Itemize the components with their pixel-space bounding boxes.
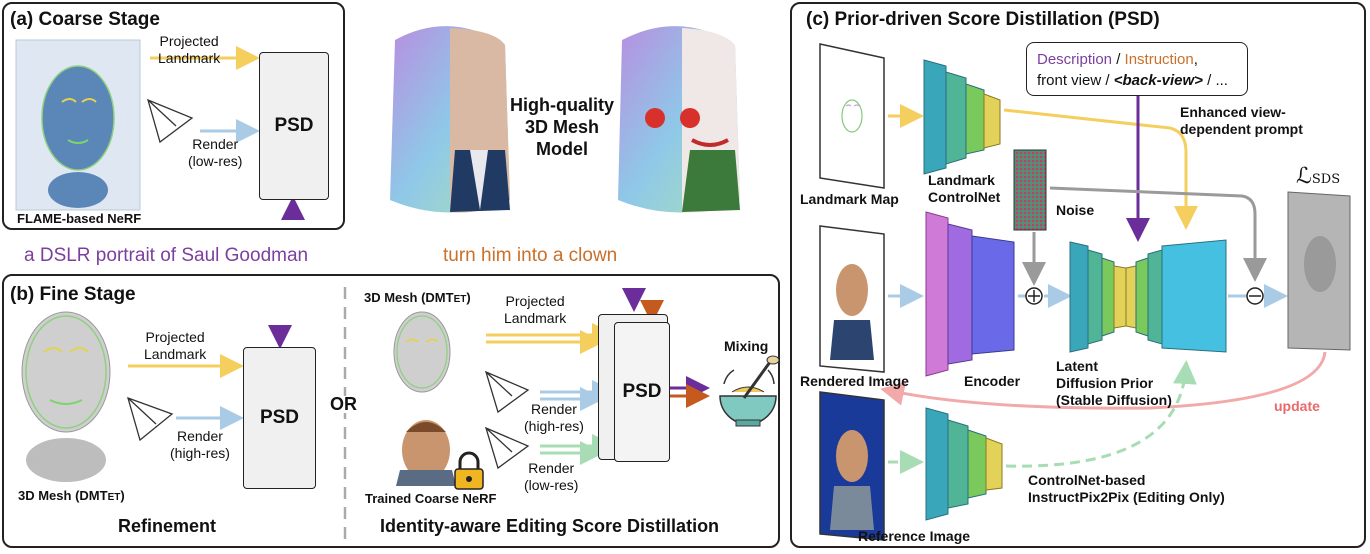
render-high-label-edit: Render (high-res) — [524, 401, 584, 434]
render-low-label-edit: Render (low-res) — [524, 460, 579, 493]
coarse-nerf-head — [15, 39, 141, 211]
ip2p-to-unet-arrow — [1005, 360, 1197, 468]
noise-image — [1013, 149, 1047, 231]
edit-mesh-head — [393, 311, 451, 393]
projected-landmark-label-edit: Projected Landmark — [504, 293, 567, 326]
enhanced-prompt-label: Enhanced view- dependent prompt — [1180, 104, 1303, 137]
instruction-word: Instruction — [1124, 51, 1194, 68]
latent-prior-label: Latent Diffusion Prior (Stable Diffusion… — [1056, 358, 1172, 408]
add-operator — [1025, 287, 1043, 305]
subtract-operator — [1246, 287, 1264, 305]
encoder-label: Encoder — [964, 373, 1021, 389]
psd-box-a: PSD — [259, 52, 329, 200]
fine-mesh-caption: 3D Mesh (DMTET) — [18, 488, 125, 503]
prompt-line-1: Description / Instruction, — [1037, 51, 1198, 68]
instructpix2pix-controlnet-block — [925, 407, 1003, 521]
controlnet-to-unet-arrow — [1003, 108, 1198, 230]
refinement-label: Refinement — [118, 516, 217, 536]
prompt-saul: a DSLR portrait of Saul Goodman — [24, 245, 309, 266]
landmark-controlnet-label: Landmark ControlNet — [928, 172, 1001, 205]
reference-image — [819, 391, 885, 541]
description-word: Description — [1037, 51, 1113, 68]
prompt-line-2: front view / <back-view> / ... — [1037, 72, 1228, 89]
noise-label: Noise — [1056, 202, 1095, 218]
psd-title: (c) Prior-driven Score Distillation (PSD… — [806, 9, 1160, 30]
mesh-face-clown — [618, 26, 740, 213]
trained-coarse-nerf-image — [396, 420, 456, 486]
psd-box-b: PSD — [243, 347, 316, 489]
sds-gradient-image — [1287, 191, 1351, 351]
back-view-token: <back-view> — [1113, 72, 1203, 89]
landmark-controlnet-block — [923, 59, 1001, 175]
mixing-label: Mixing — [724, 338, 769, 354]
camera-icon-a — [147, 98, 194, 144]
landmark-map-label: Landmark Map — [800, 191, 899, 207]
projected-landmark-label-b: Projected Landmark — [144, 329, 207, 362]
or-label: OR — [328, 394, 359, 414]
coarse-stage-title: (a) Coarse Stage — [10, 9, 160, 30]
edit-mesh-caption: 3D Mesh (DMTET) — [364, 290, 471, 305]
ip2p-label: ControlNet-based InstructPix2Pix (Editin… — [1028, 472, 1225, 505]
mesh-face-saul — [390, 26, 510, 213]
rendered-image-label: Rendered Image — [800, 373, 909, 389]
render-label-a: Render (low-res) — [188, 136, 243, 169]
trained-nerf-caption: Trained Coarse NeRF — [365, 491, 497, 506]
noise-to-subtract-arrow — [1049, 186, 1267, 282]
camera-icon-c — [484, 370, 530, 414]
mixing-bowl-icon — [719, 355, 780, 427]
fine-stage-title: (b) Fine Stage — [10, 284, 136, 305]
camera-icon-b — [127, 396, 174, 442]
flame-nerf-caption: FLAME-based NeRF — [17, 211, 142, 226]
mesh-model-label: High-quality 3D Mesh Model — [510, 95, 614, 159]
editing-title: Identity-aware Editing Score Distillatio… — [380, 516, 720, 536]
rendered-image — [819, 225, 885, 373]
latent-diffusion-unet — [1069, 239, 1227, 353]
update-arrow — [880, 351, 1327, 410]
update-label: update — [1274, 398, 1320, 414]
prompt-clown: turn him into a clown — [443, 245, 618, 266]
camera-icon-d — [484, 426, 530, 470]
render-label-b: Render (high-res) — [170, 428, 230, 461]
landmark-map-image — [819, 43, 885, 189]
fine-mesh-head — [21, 311, 111, 482]
psd-box-edit: PSD — [614, 322, 670, 462]
encoder-block — [925, 211, 1015, 377]
projected-landmark-label-a: Projected Landmark — [158, 33, 221, 66]
reference-image-label: Reference Image — [858, 528, 971, 544]
prompt-box: Description / Instruction, front view / … — [1026, 42, 1248, 96]
loss-label: ℒSDS — [1296, 164, 1341, 189]
lock-icon — [454, 451, 484, 490]
